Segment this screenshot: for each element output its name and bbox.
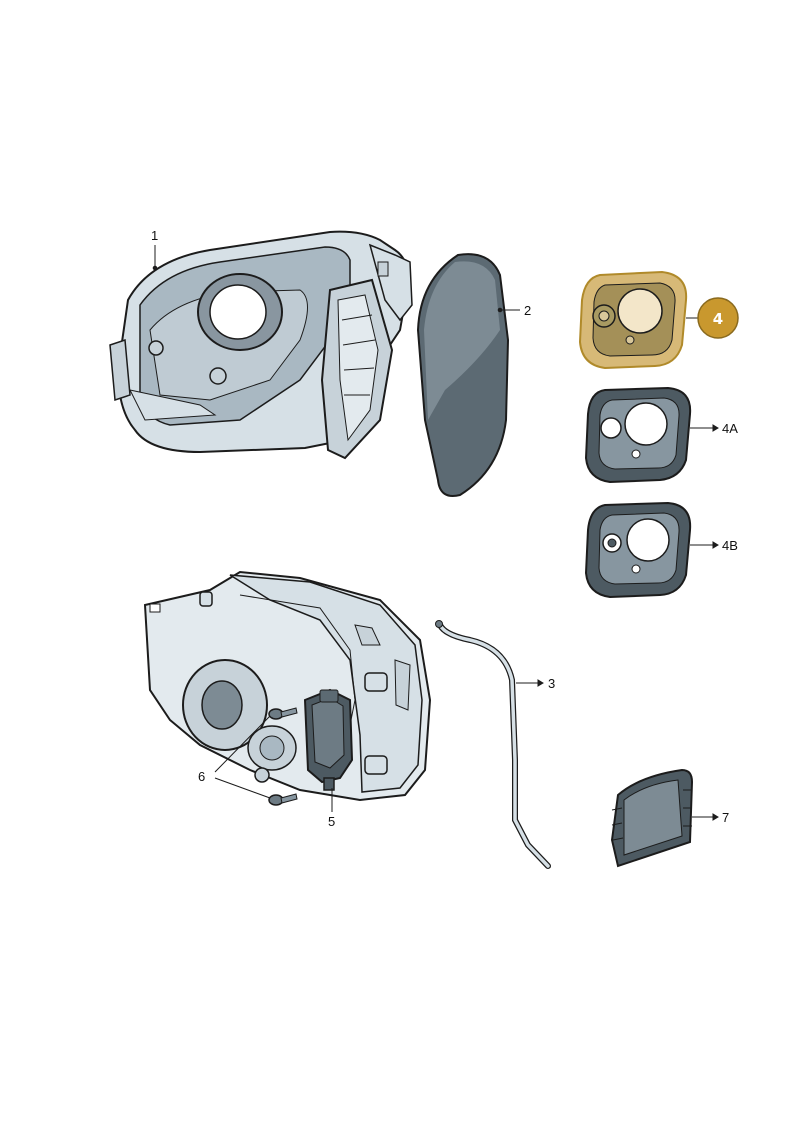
callout-1: 1 <box>151 228 158 243</box>
leader-6b <box>214 777 271 799</box>
callout-2: 2 <box>524 303 531 318</box>
part-4-seal-highlighted <box>578 270 688 370</box>
part-4b-seal <box>584 501 692 599</box>
part-5-actuator <box>303 688 354 791</box>
callout-4b: 4B <box>722 538 738 553</box>
part-2-flap-cover <box>416 253 510 497</box>
callout-5: 5 <box>328 814 335 829</box>
part-7-cover <box>610 768 694 868</box>
callout-6: 6 <box>198 769 205 784</box>
part-1-filler-housing <box>109 230 413 460</box>
part-6-screws <box>268 707 298 806</box>
screw-lower <box>268 793 298 806</box>
lower-filler-housing <box>143 570 432 802</box>
callout-7: 7 <box>722 810 729 825</box>
callout-4-badge: 4 <box>697 297 739 339</box>
screw-upper <box>268 707 298 720</box>
callout-4a: 4A <box>722 421 738 436</box>
leader-lines <box>152 245 719 821</box>
part-4a-seal <box>584 386 692 484</box>
callout-3: 3 <box>548 676 555 691</box>
callout-4: 4 <box>713 310 723 328</box>
part-3-cable <box>435 620 551 869</box>
leader-6a <box>214 715 271 773</box>
